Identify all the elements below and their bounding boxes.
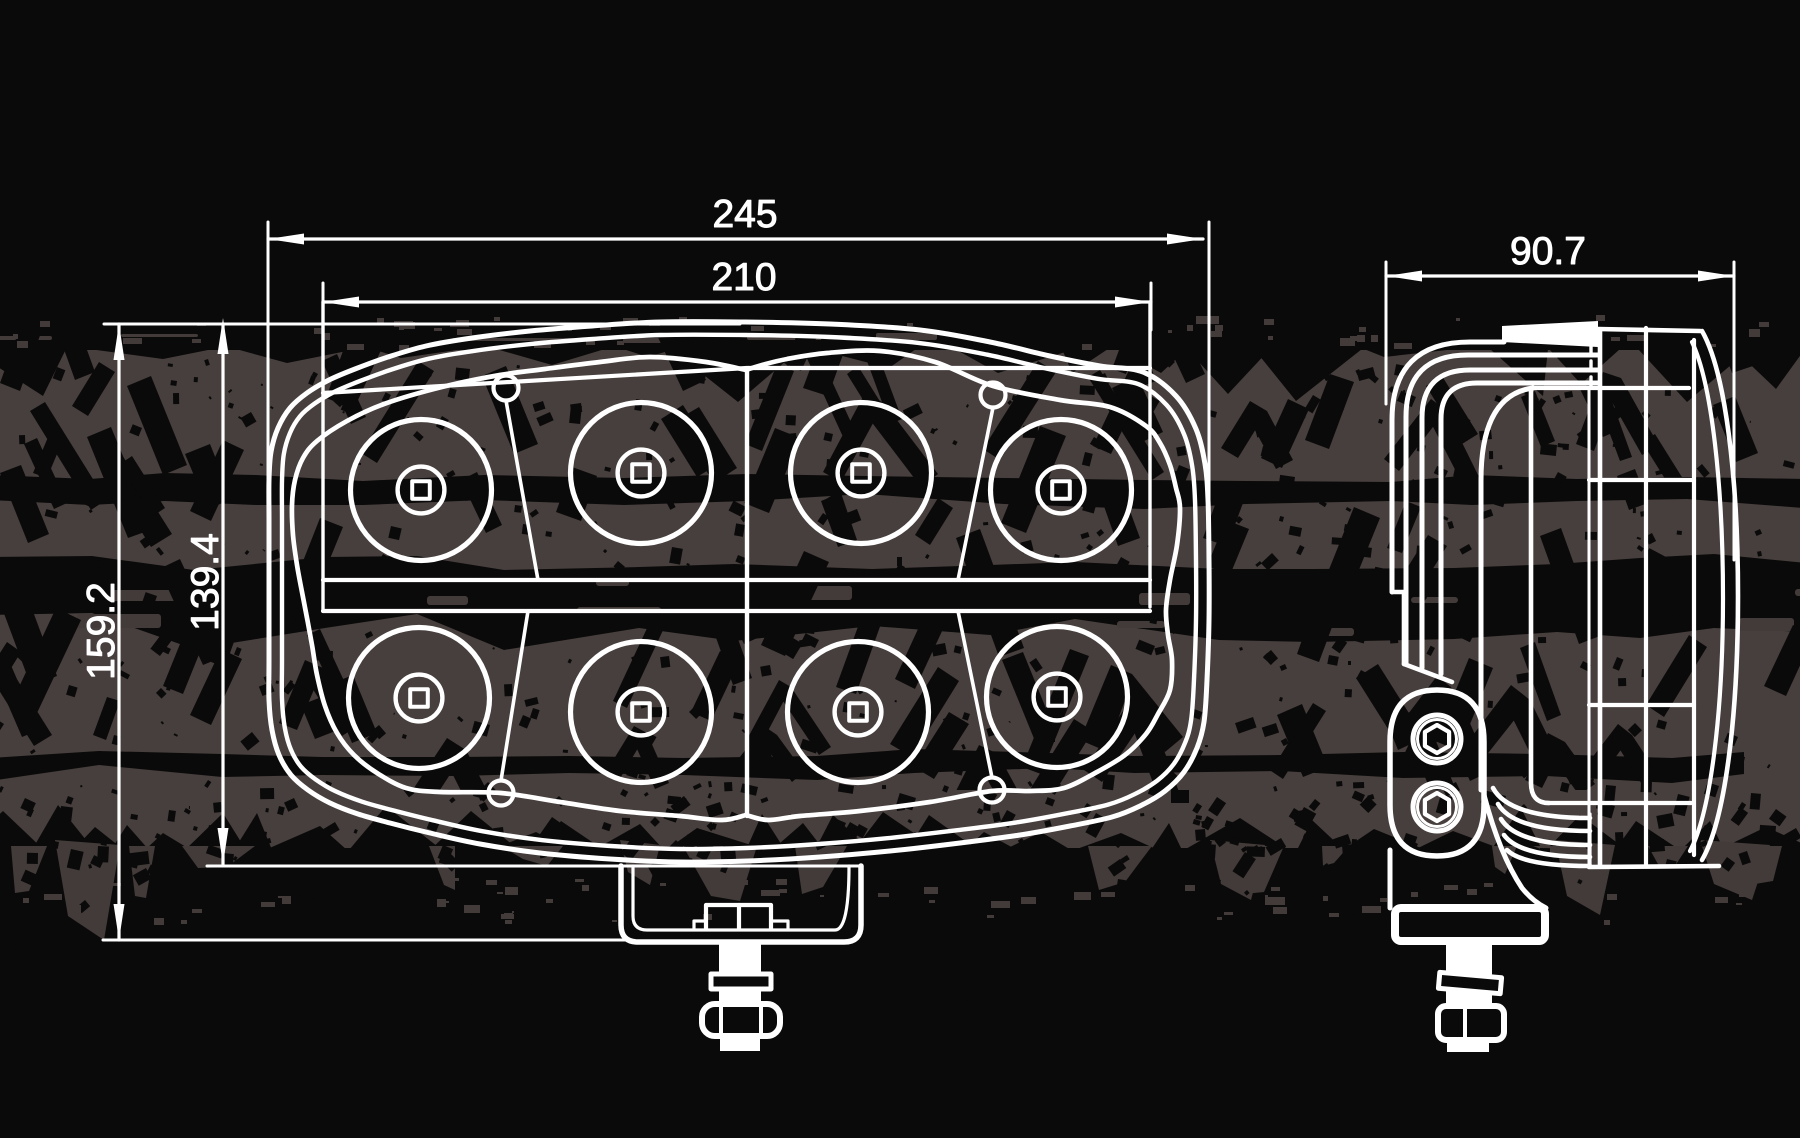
svg-text:159.2: 159.2 bbox=[80, 582, 123, 680]
svg-text:139.4: 139.4 bbox=[184, 533, 227, 631]
svg-text:210: 210 bbox=[711, 256, 776, 299]
svg-text:90.7: 90.7 bbox=[1510, 230, 1586, 273]
svg-text:245: 245 bbox=[712, 193, 777, 236]
